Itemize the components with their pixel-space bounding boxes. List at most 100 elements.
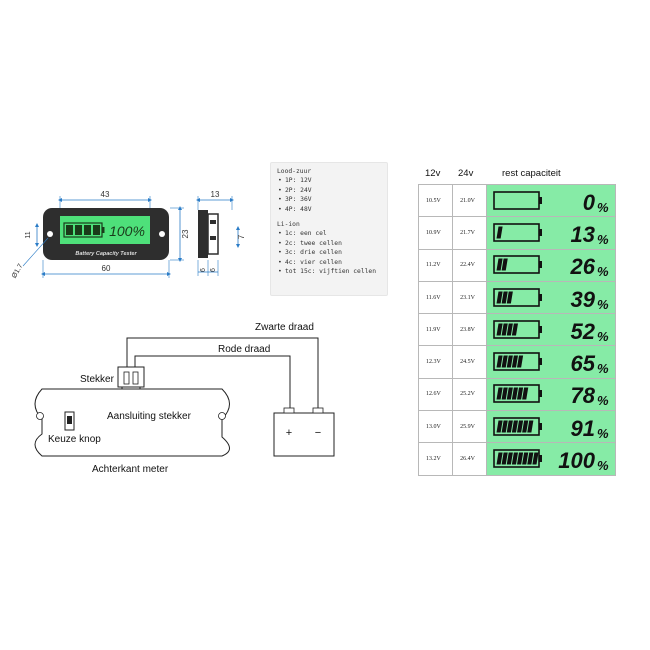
battery-level-bar: [501, 355, 508, 368]
list-item: 4c: vier cellen: [277, 258, 381, 268]
battery-level-bar: [522, 452, 529, 465]
mount-hole-right: [159, 231, 165, 237]
battery-level-bar: [496, 291, 503, 304]
select-button-label: Keuze knop: [48, 434, 101, 445]
red-wire: [134, 355, 291, 410]
list-item: 3c: drie cellen: [277, 248, 381, 258]
dim-label-side-bottom-a: 6: [200, 268, 207, 272]
cell-24v: 21.7V: [452, 216, 488, 250]
red-wire-label: Rode draad: [218, 344, 270, 355]
battery-level-bar: [501, 291, 508, 304]
device-dimension-drawing: 43 100% Battery Capacity Tester 11 Ø1.7 …: [11, 190, 246, 280]
cell-12v: 10.9V: [417, 216, 454, 250]
lcd-percent-unit: %: [597, 200, 609, 215]
battery-level-bar: [501, 452, 508, 465]
device-screen-readout: 100%: [109, 223, 145, 239]
wiring-diagram: Zwarte draad Rode draad Stekker Aansluit…: [34, 322, 335, 475]
battery-level-bar: [517, 387, 524, 400]
battery-terminal: [539, 228, 543, 236]
battery-plus-label: +: [286, 427, 292, 439]
lcd-display: 91%: [493, 416, 609, 441]
lcd-percent-value: 0: [583, 190, 596, 215]
lcd-percent-unit: %: [597, 264, 609, 279]
header-12v: 12v: [425, 168, 441, 179]
lcd-display: 0%: [493, 190, 609, 215]
battery-level-bar: [506, 291, 513, 304]
battery-outline-icon: [493, 190, 540, 210]
battery-level-bar: [501, 323, 508, 336]
black-wire: [126, 337, 319, 410]
lcd-percent-unit: %: [597, 297, 609, 312]
meter-back-label: Achterkant meter: [92, 464, 169, 475]
battery-level-bar: [512, 323, 519, 336]
cell-24v: 23.8V: [452, 313, 488, 347]
lcd-display: 100%: [493, 448, 609, 473]
lead-acid-title: Lood-zuur: [277, 168, 312, 175]
list-item: 1c: een cel: [277, 229, 381, 239]
plug-connector: [117, 366, 145, 388]
battery-terminal: [539, 293, 543, 301]
lcd-display: 26%: [493, 254, 609, 279]
cell-24v: 25.9V: [452, 410, 488, 444]
dim-label-left-height: 11: [25, 231, 32, 238]
meter-back-body: [34, 388, 230, 457]
lcd-display: 65%: [493, 351, 609, 376]
battery-level-bar: [527, 420, 534, 433]
battery-level-bar: [517, 420, 524, 433]
battery: [273, 412, 335, 457]
plug-label: Stekker: [80, 374, 115, 385]
cell-lcd-display: 26%: [486, 248, 616, 282]
cell-lcd-display: 91%: [486, 410, 616, 444]
battery-level-bar: [496, 452, 503, 465]
lcd-percent-value: 26: [570, 254, 596, 279]
lcd-percent-unit: %: [597, 329, 609, 344]
list-item: 2c: twee cellen: [277, 239, 381, 249]
li-ion-title: Li-ion: [277, 221, 300, 229]
battery-level-bar: [501, 258, 508, 271]
lcd-percent-value: 91: [571, 416, 595, 441]
dim-label-side-top: 13: [211, 190, 220, 199]
cell-lcd-display: 13%: [486, 216, 616, 250]
cell-24v: 25.2V: [452, 377, 488, 412]
battery-level-bar: [496, 258, 503, 271]
battery-minus-label: −: [315, 427, 321, 439]
battery-level-bar: [506, 387, 513, 400]
battery-level-bar: [496, 387, 503, 400]
lcd-percent-unit: %: [597, 458, 609, 473]
dim-label-bottom-width: 60: [102, 264, 111, 273]
battery-type-info: Lood-zuur 1P: 12V 2P: 24V 3P: 36V 4P: 48…: [270, 162, 388, 296]
cell-lcd-display: 78%: [486, 377, 616, 412]
cell-lcd-display: 39%: [486, 280, 616, 315]
lcd-percent-unit: %: [597, 426, 609, 441]
dim-label-side-bottom-b: 6: [210, 268, 217, 272]
battery-level-bar: [512, 420, 519, 433]
device-side-body: [198, 210, 208, 258]
battery-level-bar: [496, 420, 503, 433]
list-item: tot 15c: vijftien cellen: [277, 267, 381, 277]
cell-24v: 24.5V: [452, 345, 488, 379]
lcd-display: 78%: [493, 383, 609, 408]
lcd-percent-value: 100: [558, 448, 595, 473]
cell-lcd-display: 65%: [486, 345, 616, 379]
lcd-display: 13%: [493, 222, 609, 247]
lcd-percent-value: 52: [571, 319, 596, 344]
battery-level-bar: [522, 420, 529, 433]
list-item: 1P: 12V: [277, 176, 381, 186]
dim-label-top-width: 43: [101, 190, 110, 199]
cell-12v: 10.5V: [417, 183, 454, 218]
list-item: 3P: 36V: [277, 195, 381, 205]
black-wire-label: Zwarte draad: [255, 322, 314, 333]
cell-12v: 13.2V: [417, 442, 454, 476]
list-item: 2P: 24V: [277, 186, 381, 196]
cell-12v: 12.3V: [417, 345, 454, 379]
cell-12v: 12.6V: [417, 377, 454, 412]
battery-level-bar: [532, 452, 539, 465]
li-ion-list: 1c: een cel 2c: twee cellen 3c: drie cel…: [277, 229, 381, 276]
battery-level-bar: [501, 420, 508, 433]
cell-12v: 11.2V: [417, 248, 454, 282]
